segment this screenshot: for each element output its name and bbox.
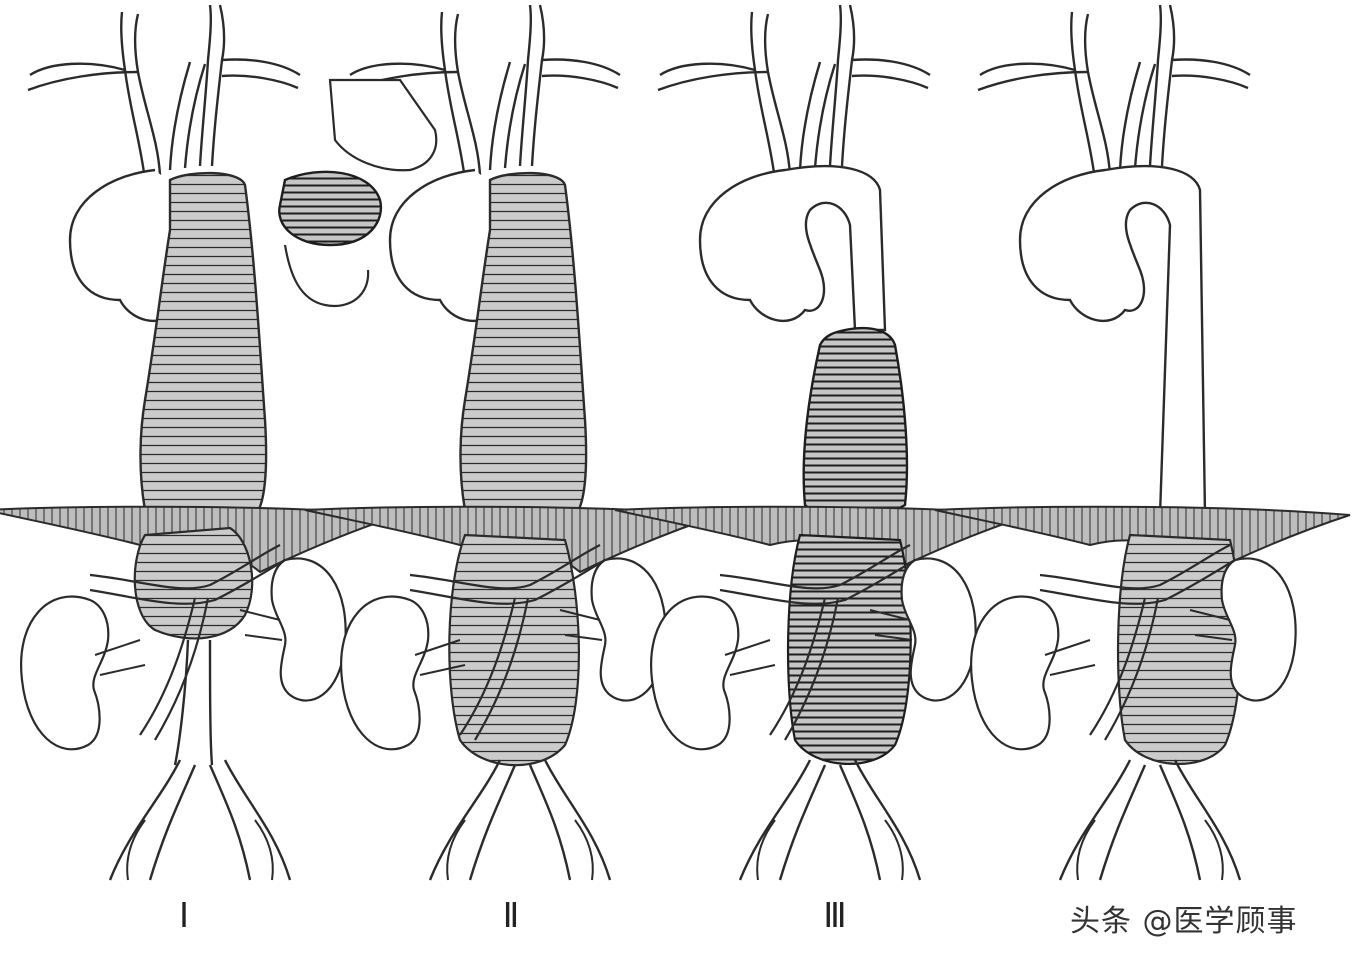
panel-1-label: Ⅰ (178, 898, 190, 935)
panel-4-diagram (934, 3, 1351, 882)
panel-1-diagram (0, 3, 401, 882)
panel-2-label: Ⅱ (502, 898, 520, 935)
panel-2-diagram (278, 3, 721, 882)
panel-3-label: Ⅲ (823, 898, 847, 935)
watermark-text: 头条 @医学顾事 (1070, 904, 1298, 939)
panel-3-diagram (614, 3, 1031, 882)
